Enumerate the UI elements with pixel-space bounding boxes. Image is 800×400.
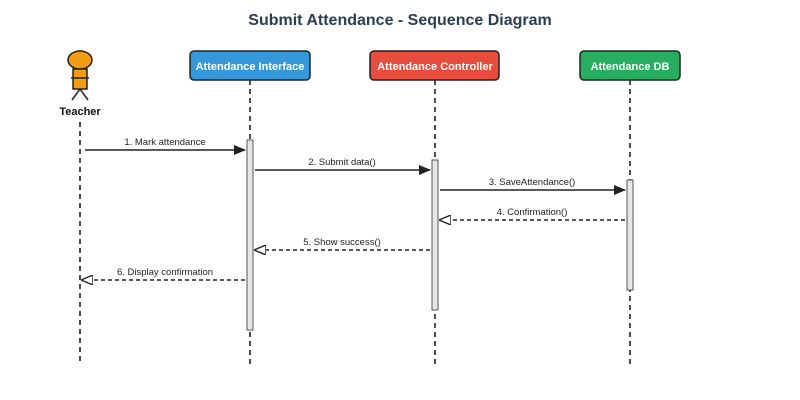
message-label: 6. Display confirmation	[117, 267, 213, 278]
diagram-title: Submit Attendance - Sequence Diagram	[248, 12, 551, 29]
message-label: 4. Confirmation()	[497, 207, 568, 218]
participant-label: Attendance Controller	[377, 61, 493, 73]
message-label: 2. Submit data()	[308, 157, 376, 168]
participant-attendance-db: Attendance DB	[579, 50, 681, 81]
participant-label: Attendance Interface	[196, 61, 305, 73]
participant-attendance-interface: Attendance Interface	[189, 50, 311, 81]
participant-label: Attendance DB	[591, 61, 670, 73]
activation-bar-interface	[246, 139, 254, 331]
message-3: 3. SaveAttendance()	[440, 177, 626, 195]
actor-label-teacher: Teacher	[59, 106, 101, 118]
stick-figure-icon	[67, 50, 93, 101]
message-label: 1. Mark attendance	[124, 137, 205, 148]
message-4: 4. Confirmation()	[440, 207, 625, 220]
message-label: 3. SaveAttendance()	[489, 177, 576, 188]
message-label: 5. Show success()	[303, 237, 381, 248]
participant-attendance-controller: Attendance Controller	[369, 50, 500, 81]
message-2: 2. Submit data()	[255, 157, 431, 175]
message-6: 6. Display confirmation	[82, 267, 245, 280]
activation-bar-controller	[431, 159, 439, 311]
message-5: 5. Show success()	[255, 237, 430, 250]
activation-bar-db	[626, 179, 634, 291]
message-1: 1. Mark attendance	[85, 137, 246, 155]
